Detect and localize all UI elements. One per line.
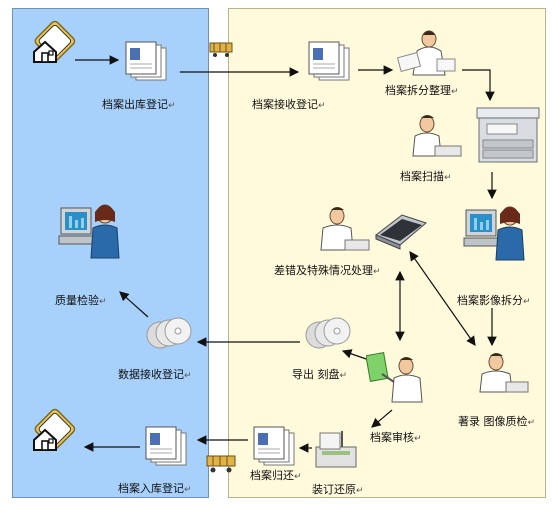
operator-computer-icon — [58, 204, 120, 259]
transport-cart-icon — [206, 455, 236, 473]
arrow-datareceive-to-quality — [119, 291, 149, 318]
label-archive-receive: 档案接收登记↵ — [252, 98, 326, 111]
scanner-machine-icon — [476, 107, 540, 163]
worker-sorting-icon — [396, 30, 456, 76]
warehouse-house-icon — [33, 408, 76, 451]
flatbed-scanner-icon — [375, 214, 428, 250]
label-archive-split: 档案拆分整理↵ — [385, 84, 459, 97]
label-export-burn: 导出 刻盘↵ — [292, 368, 348, 381]
cd-discs-icon — [305, 317, 351, 349]
worker-at-desk-icon — [479, 353, 529, 393]
documents-icon — [253, 426, 295, 466]
label-data-receive: 数据接收登记↵ — [118, 368, 192, 381]
label-archive-return: 档案归还↵ — [250, 469, 302, 482]
label-archive-in: 档案入库登记↵ — [118, 482, 192, 495]
label-archive-scan: 档案扫描↵ — [400, 170, 452, 183]
arrow-review-to-binding — [371, 409, 393, 428]
label-archive-out: 档案出库登记↵ — [102, 98, 176, 111]
label-archive-review: 档案审核↵ — [370, 431, 422, 444]
documents-icon — [308, 41, 350, 81]
documents-icon — [145, 426, 187, 466]
binding-machine-icon — [315, 431, 357, 468]
label-quality-check: 质量检验↵ — [55, 294, 107, 307]
worker-at-desk-icon — [412, 115, 462, 157]
warehouse-house-icon — [33, 20, 76, 63]
label-catalog-image-qc: 著录 图像质检↵ — [458, 415, 536, 428]
documents-icon — [125, 41, 167, 81]
label-binding-restore: 装订还原↵ — [312, 483, 364, 496]
label-image-split: 档案影像拆分↵ — [457, 294, 531, 307]
cd-discs-icon — [146, 317, 192, 349]
processing-area-panel — [228, 8, 546, 498]
arrow-catalog-to-error — [409, 251, 476, 346]
transport-cart-icon — [209, 42, 233, 57]
arrow-split-to-scan — [462, 69, 495, 102]
reviewer-presenting-icon — [366, 352, 423, 403]
operator-computer-icon — [463, 206, 525, 261]
worker-at-desk-icon — [320, 207, 370, 251]
label-error-handling: 差错及特殊情况处理↵ — [274, 264, 381, 277]
